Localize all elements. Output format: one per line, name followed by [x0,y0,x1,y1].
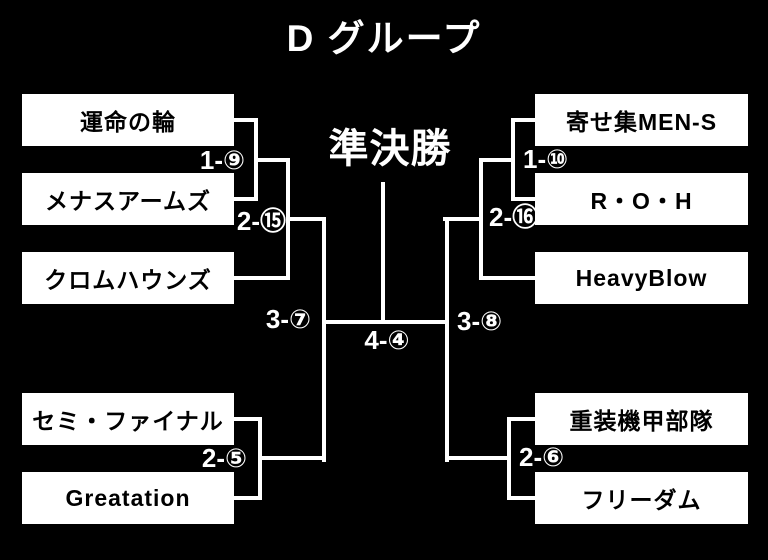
connector-left-match5-winner [258,456,326,460]
connector-right-match6-stub-top [507,417,535,421]
connector-left-match2-winner [286,217,326,221]
connector-right-semifinal-vertical [445,217,449,462]
connector-right-match2-stub [479,276,535,280]
match-label-left-1: 1-⑨ [199,145,245,175]
connector-right-match2-winner [443,217,483,221]
match-label-right-2: 2-⑯ [489,202,539,232]
connector-left-match2-stub [234,276,290,280]
team-box-right-4: 重装機甲部隊 [535,393,748,445]
match-label-left-2: 2-⑮ [236,206,286,236]
team-box-right-1: 寄せ集MEN-S [535,94,748,146]
connector-left-match1-winner [254,158,290,162]
connector-left-match5-stub-bottom [234,496,262,500]
connector-right-match1-winner [479,158,515,162]
match-label-left-3: 3-⑦ [265,304,311,334]
connector-final-horizontal [322,320,449,324]
match-label-left-5: 2-⑤ [201,443,247,473]
match-label-right-6: 2-⑥ [519,442,565,472]
connector-final-winner-vertical [381,182,385,324]
match-label-right-1: 1-⑩ [523,144,569,174]
connector-right-match1-stub-top [511,118,535,122]
connector-left-match1-stub-bottom [234,197,258,201]
connector-right-match1-stub-bottom [511,197,535,201]
team-box-right-5: フリーダム [535,472,748,524]
connector-right-match6-stub-bottom [507,496,535,500]
team-box-right-2: R・O・H [535,173,748,225]
team-box-right-3: HeavyBlow [535,252,748,304]
connector-left-semifinal-vertical [322,217,326,462]
team-box-left-3: クロムハウンズ [22,252,234,304]
team-box-left-4: セミ・ファイナル [22,393,234,445]
team-box-left-2: メナスアームズ [22,173,234,225]
round-heading: 準決勝 [328,127,452,171]
match-label-final: 4-④ [364,325,410,355]
connector-left-match1-stub-top [234,118,258,122]
page-title: D グループ [286,18,482,59]
connector-left-match5-stub-top [234,417,262,421]
match-label-right-3: 3-⑧ [457,306,503,336]
team-box-left-1: 運命の輪 [22,94,234,146]
team-box-left-5: Greatation [22,472,234,524]
connector-right-match6-winner [445,456,511,460]
